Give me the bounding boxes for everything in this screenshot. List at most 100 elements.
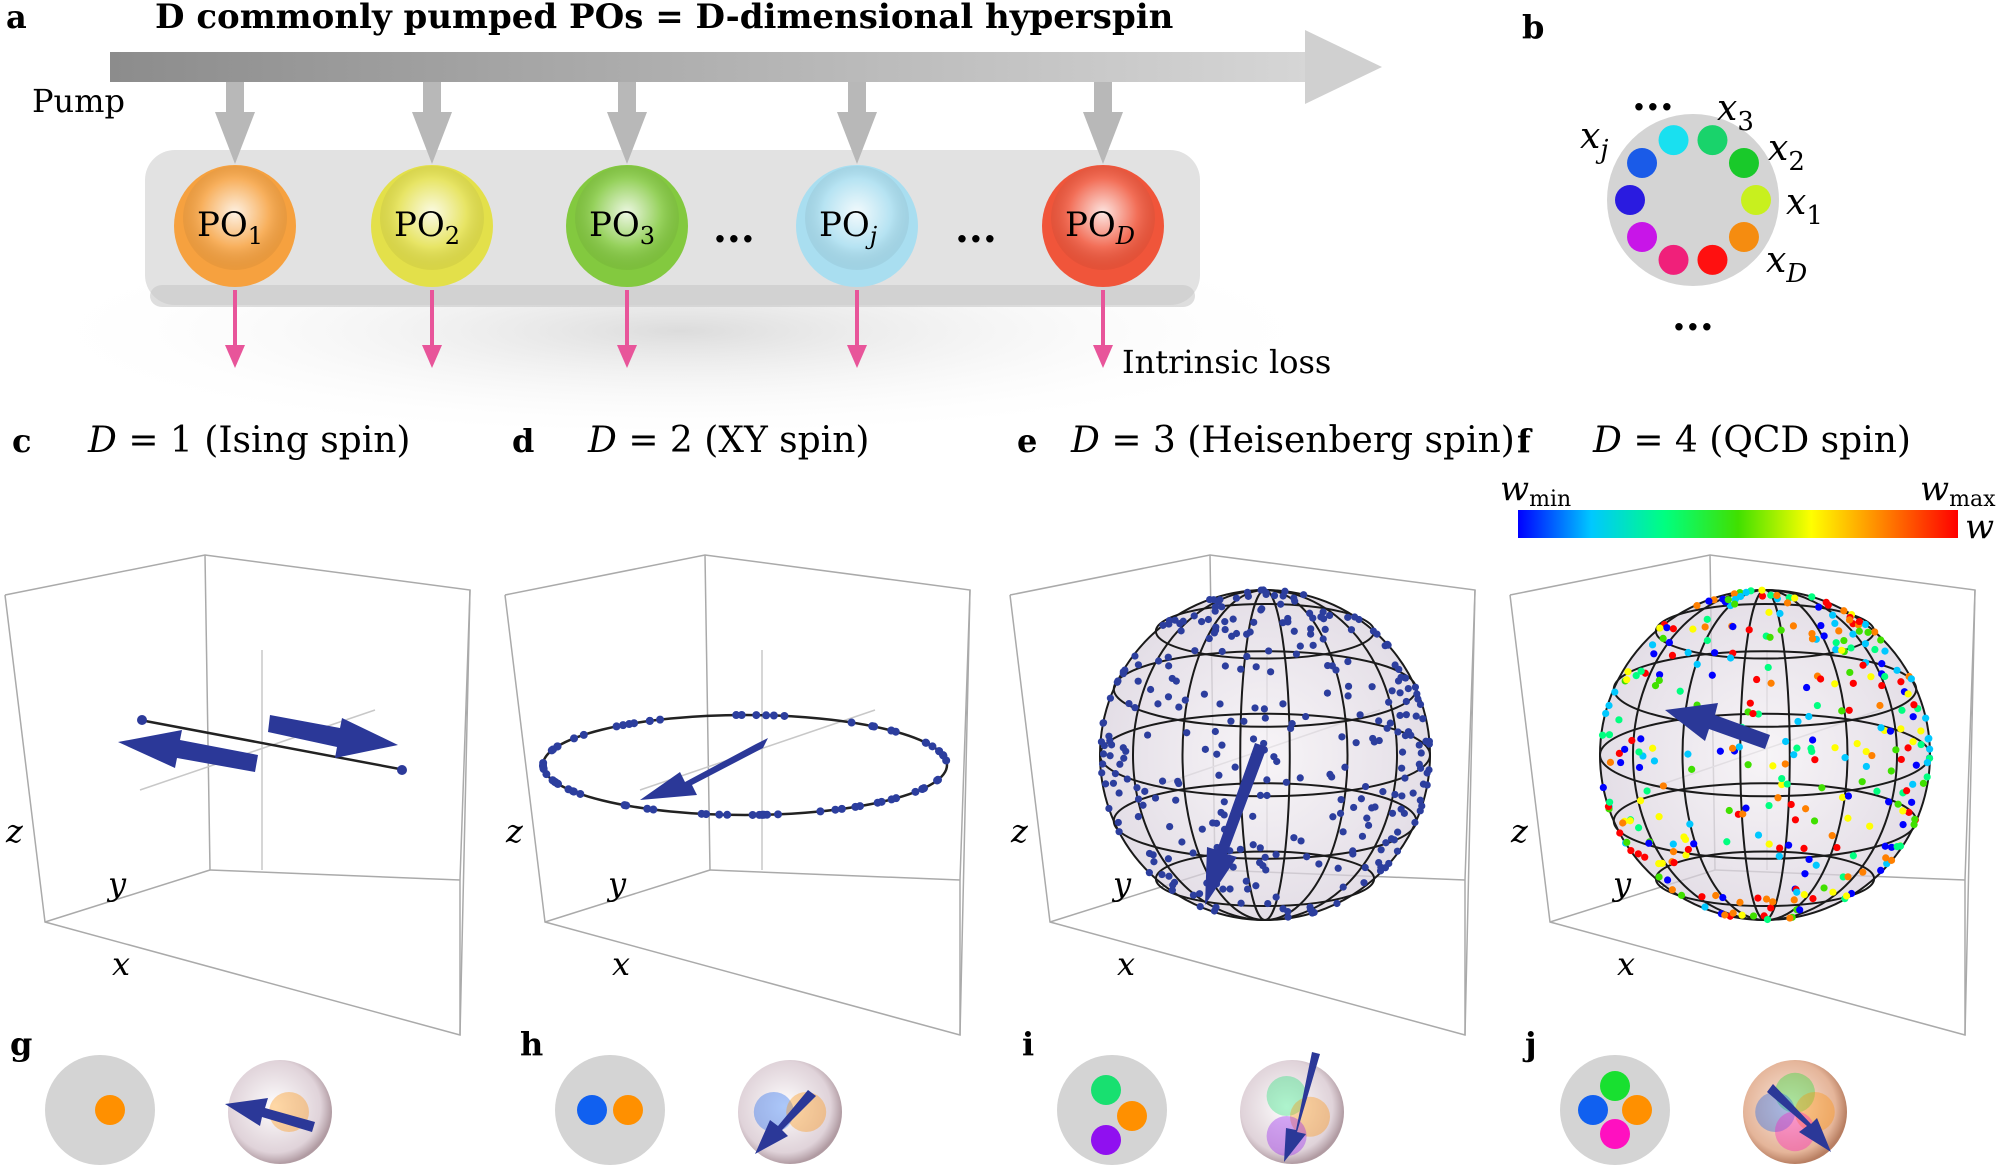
sample-point (1749, 912, 1758, 920)
sample-point (1388, 809, 1397, 817)
sample-point (1329, 813, 1337, 821)
sample-point (1765, 840, 1773, 848)
sample-point (1754, 831, 1763, 839)
sample-point (1703, 636, 1711, 645)
axis-label-z: z (505, 812, 524, 850)
sample-point (576, 789, 585, 798)
state-bubble (228, 1060, 332, 1164)
sample-point (1905, 808, 1913, 816)
state-dot (1578, 1095, 1608, 1125)
sample-point (1878, 681, 1886, 690)
pump-down-arrow (607, 82, 647, 164)
sample-point (1242, 877, 1250, 885)
sample-point (1143, 731, 1152, 739)
oscillator-label: PO2 (394, 205, 460, 250)
spin-arrow (118, 730, 258, 772)
sample-point (1791, 594, 1799, 602)
sample-point (1648, 641, 1657, 649)
sample-point (1325, 611, 1334, 620)
sample-point (1862, 762, 1870, 771)
axis-labels: zyx (1510, 812, 1635, 983)
state-dot (1622, 1095, 1652, 1125)
panel-label-g: g (10, 1025, 32, 1063)
sample-point (1628, 736, 1636, 745)
sample-point (1205, 634, 1213, 643)
sample-point (1099, 750, 1108, 758)
sample-point (1632, 672, 1640, 680)
sample-point (1809, 894, 1817, 903)
sample-point (1637, 735, 1645, 743)
bounding-cube (4, 554, 471, 1036)
sample-point (1218, 647, 1226, 656)
sample-point (1785, 841, 1793, 849)
sample-point (1810, 817, 1819, 825)
sample-point (1131, 704, 1139, 712)
state-dot (1091, 1125, 1121, 1155)
hyperspin-dot (1627, 222, 1658, 253)
sample-point (1098, 769, 1106, 777)
sample-point (1226, 885, 1234, 893)
panel-label-j: j (1522, 1025, 1537, 1063)
sample-point (1243, 630, 1251, 638)
sample-point (1394, 677, 1403, 685)
sample-point (1198, 618, 1206, 626)
sample-point (1742, 588, 1750, 596)
sample-point (1911, 815, 1919, 823)
sample-point (1384, 641, 1392, 649)
oscillator-2: PO2 (371, 165, 493, 287)
sample-point (1409, 789, 1417, 797)
sample-point (1402, 697, 1410, 706)
sample-point (1923, 773, 1931, 781)
pump-down-arrows (215, 82, 1123, 164)
spin-arrow (1284, 1052, 1320, 1162)
sample-point (1820, 884, 1828, 892)
sample-point (1736, 592, 1745, 601)
internal-axes (139, 650, 376, 870)
sample-point (1231, 763, 1239, 771)
sample-point (1725, 806, 1733, 815)
pump-down-arrow (837, 82, 877, 164)
sample-point (1669, 625, 1677, 633)
sample-point (1105, 804, 1113, 813)
oscillator-ellipsis-1: ... (713, 205, 755, 252)
sample-point (1745, 626, 1753, 634)
spin-arrow (268, 715, 398, 758)
sample-point (1151, 794, 1160, 802)
sample-point (1292, 650, 1301, 658)
sample-point (1765, 608, 1773, 616)
sample-point (1738, 911, 1746, 919)
sample-point (1769, 762, 1777, 770)
sample-point (1404, 684, 1412, 693)
sample-point (1897, 725, 1905, 733)
sample-point (911, 787, 920, 796)
sample-point (837, 804, 846, 813)
sample-point (1907, 675, 1915, 683)
colorbar-gradient (1518, 510, 1958, 538)
sample-point (1131, 652, 1139, 660)
sample-point (1635, 824, 1643, 832)
sample-point (1344, 613, 1352, 621)
sample-point (1868, 751, 1876, 760)
sample-point (1334, 864, 1342, 872)
sample-point (1693, 660, 1701, 668)
sample-point (1832, 639, 1840, 647)
sample-point (1168, 886, 1176, 894)
sample-point (1307, 630, 1315, 638)
hyperspin-label: xD (1766, 240, 1807, 289)
sample-point (1423, 781, 1431, 789)
sample-point (1164, 693, 1173, 701)
sample-point (1703, 615, 1711, 623)
sphere-surface (1100, 590, 1430, 920)
sample-point (1923, 759, 1931, 767)
panel-label-h: h (520, 1025, 543, 1063)
sample-point (1777, 626, 1785, 634)
sample-point (1119, 668, 1127, 676)
sample-point (1728, 744, 1737, 752)
sample-point (1351, 613, 1359, 621)
sample-point (1871, 645, 1879, 654)
sample-point (732, 711, 741, 720)
sample-point (1375, 717, 1383, 725)
sample-point (1416, 796, 1424, 804)
